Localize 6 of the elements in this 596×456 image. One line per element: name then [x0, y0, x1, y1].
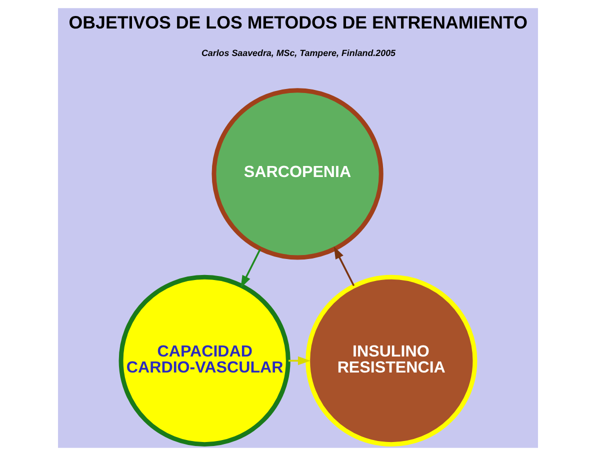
arrow: [334, 246, 355, 286]
arrow: [240, 248, 262, 288]
label: Carlos Saavedra, MSc, Tampere, Finland.2005: [201, 48, 396, 58]
diagram-title: OBJETIVOS DE LOS METODOS DE ENTRENAMIENTO: [68, 12, 528, 33]
node-circle: INSULINO RESISTENCIA: [306, 274, 478, 447]
arrow: [288, 356, 311, 366]
